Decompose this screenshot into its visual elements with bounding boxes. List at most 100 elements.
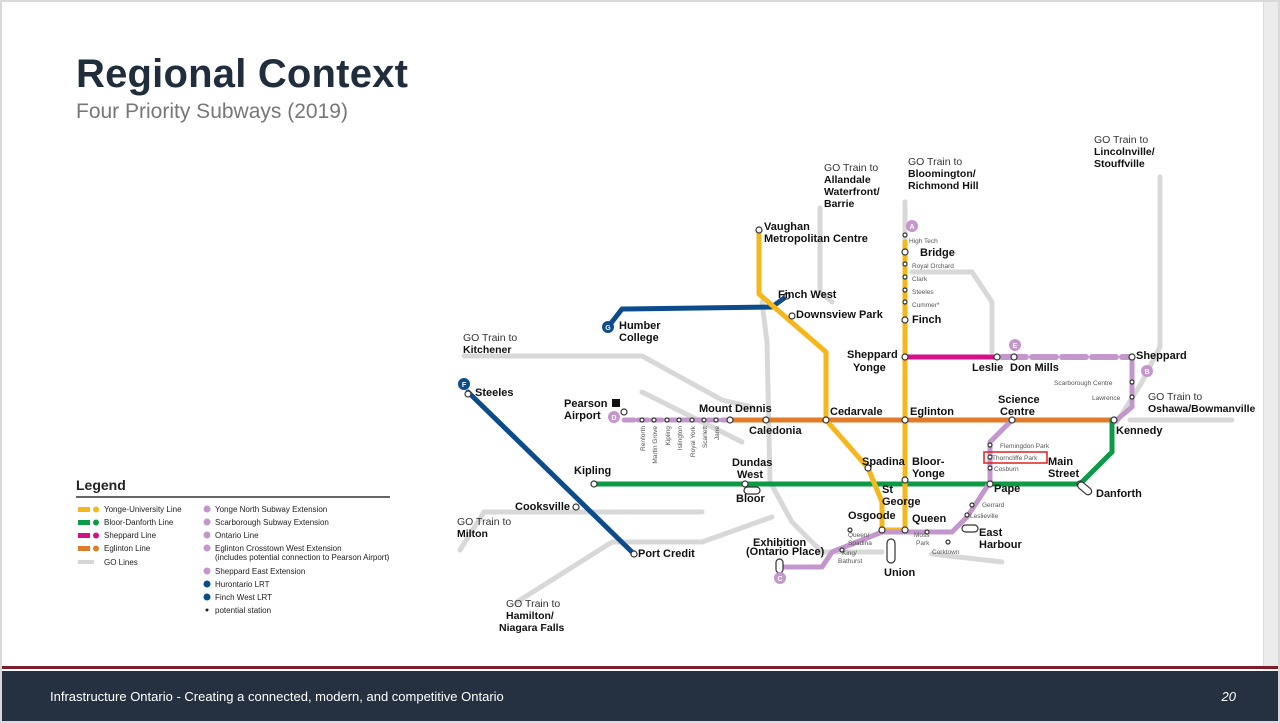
badge-f: F	[462, 382, 467, 389]
map-label: Port Credit	[638, 548, 695, 560]
union-marker	[886, 538, 896, 564]
scrollbar[interactable]	[1263, 2, 1278, 670]
map-label: Kitchener	[463, 344, 511, 356]
map-label: Sheppard	[847, 349, 898, 361]
danforth-marker	[1077, 481, 1093, 496]
legend: Legend Yonge-University Line Bloor-Danfo…	[76, 477, 390, 615]
map-label: Thorncliffe Park	[992, 455, 1038, 462]
map-label: Don Mills	[1010, 362, 1059, 374]
footer-text: Infrastructure Ontario - Creating a conn…	[50, 689, 504, 704]
map-label: Renforth	[640, 426, 647, 451]
map-label: GO Train to	[1094, 134, 1148, 146]
badge-b: B	[1144, 369, 1149, 376]
map-label: Barrie	[824, 198, 855, 210]
go-lines	[457, 174, 1235, 605]
map-label: Bloor-	[912, 456, 945, 468]
map-label: Queen/	[848, 532, 870, 539]
badge-d: D	[611, 415, 616, 422]
map-label: Bloor-Danforth Line	[104, 518, 174, 527]
map-label: Yonge	[853, 362, 886, 374]
map-label: (Ontario Place)	[746, 546, 825, 558]
map-label: Leslie	[972, 362, 1003, 374]
map-label: Pearson	[564, 398, 608, 410]
map-label: Bathurst	[838, 558, 862, 565]
bloor-marker	[743, 486, 761, 495]
map-label: Scarborough Centre	[1054, 380, 1113, 387]
map-label: GO Train to	[457, 516, 511, 528]
map-label: GO Train to	[1148, 391, 1202, 403]
map-label: Jane	[714, 426, 721, 440]
slide-title: Regional Context	[76, 52, 409, 96]
map-label: Kennedy	[1116, 425, 1163, 437]
map-label: Lawrence	[1092, 395, 1121, 402]
badge-e: E	[1013, 343, 1018, 350]
map-label: Eglinton Line	[104, 544, 151, 553]
map-label: Dundas	[732, 457, 772, 469]
slide-subtitle: Four Priority Subways (2019)	[76, 100, 348, 123]
map-label: Spadina	[848, 540, 872, 547]
badge-a: A	[909, 224, 914, 231]
map-label: GO Train to	[463, 332, 517, 344]
map-label: West	[737, 469, 763, 481]
map-label: Allandale	[824, 174, 871, 186]
map-label: Milton	[457, 528, 488, 540]
map-label: Royal Orchard	[912, 263, 954, 270]
map-label: Humber	[619, 320, 661, 332]
map-label: Cooksville	[515, 501, 570, 513]
map-label: Finch	[912, 314, 942, 326]
go-labels: GO Train to Allandale Waterfront/ Barrie…	[457, 134, 1256, 634]
map-label: GO Train to	[506, 598, 560, 610]
map-label: Waterfront/	[824, 186, 880, 198]
hurontario-lrt	[465, 389, 637, 557]
map-label: Bloomington/	[908, 168, 976, 180]
map-label: Queen	[912, 513, 947, 525]
map-label: College	[619, 332, 659, 344]
map-label: High Tech	[909, 238, 938, 245]
map-label: Bridge	[920, 247, 955, 259]
map-label: Hurontario LRT	[215, 580, 270, 589]
map-label: Pape	[994, 483, 1020, 495]
map-label: Eglinton Crosstown West Extension	[215, 544, 342, 553]
map-label: Harbour	[979, 539, 1023, 551]
map-label: Martin Grove	[652, 426, 659, 464]
map-label: Hamilton/	[506, 610, 554, 622]
map-label: (includes potential connection to Pearso…	[215, 553, 390, 562]
map-label: Stouffville	[1094, 158, 1145, 170]
map-label: Sheppard East Extension	[215, 567, 305, 576]
station-labels: Vaughan Metropolitan Centre Finch West D…	[475, 221, 1187, 579]
legend-line-swatches	[78, 506, 99, 564]
map-label: GO Train to	[824, 162, 878, 174]
map-label: George	[882, 496, 921, 508]
map-label: Science	[998, 394, 1040, 406]
map-label: Islington	[677, 426, 684, 451]
badge-g: G	[605, 325, 611, 332]
map-label: Finch West LRT	[215, 593, 272, 602]
map-label: Danforth	[1096, 488, 1142, 500]
map-label: Kipling	[574, 465, 611, 477]
map-label: Union	[884, 567, 915, 579]
map-label: Exhibition	[753, 537, 806, 549]
footer-rule	[2, 666, 1278, 669]
map-label: Main	[1048, 456, 1073, 468]
map-label: Osgoode	[848, 510, 896, 522]
map-label: Airport	[564, 410, 601, 422]
map-label: Eglinton	[910, 406, 954, 418]
map-label: Lincolnville/	[1094, 146, 1155, 158]
map-label: Vaughan	[764, 221, 810, 233]
map-label: GO Lines	[104, 558, 138, 567]
bloor-danforth-line	[591, 417, 1115, 487]
map-label: potential station	[215, 606, 271, 615]
map-label: Corktown	[932, 549, 960, 556]
map-label: Niagara Falls	[499, 622, 565, 634]
map-label: Cedarvale	[830, 406, 883, 418]
map-label: King/	[842, 550, 857, 557]
map-label: Centre	[1000, 406, 1035, 418]
map-label: Oshawa/Bowmanville	[1148, 403, 1256, 415]
map-label: Cosburn	[994, 466, 1019, 473]
map-label: Cummer*	[912, 302, 940, 309]
map-label: Mount Dennis	[699, 403, 772, 415]
transit-map: A B C D E F G GO Train to Allandale Wate…	[76, 134, 1256, 634]
map-label: East	[979, 527, 1003, 539]
map-label: Royal York	[690, 425, 697, 457]
